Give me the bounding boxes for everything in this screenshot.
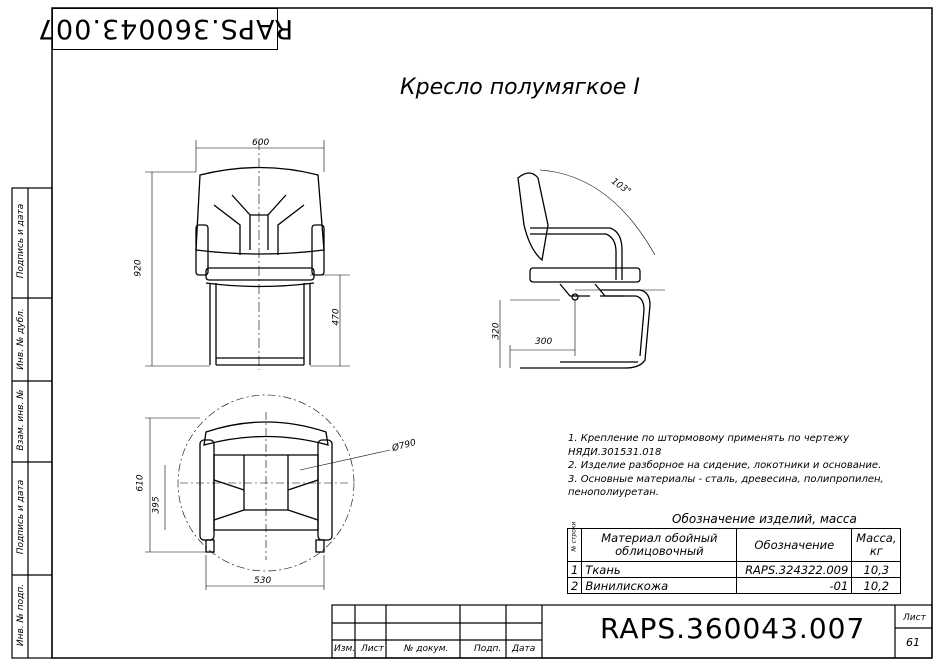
technical-notes: 1. Крепление по штормовому применять по …: [568, 432, 884, 500]
top-designation-stamp: RAPS.360043.007: [37, 8, 293, 50]
spec-col-material: Материал обойный облицовочный: [581, 528, 738, 562]
side-label-duplicate-inv: Инв. № дубл.: [16, 308, 26, 370]
dim-front-height: 920: [133, 259, 144, 277]
drawing-title: Кресло полумягкое I: [400, 75, 640, 100]
top-view: [145, 394, 391, 590]
spec-col-mass: Масса, кг: [851, 528, 902, 562]
side-label-signature-date-2: Подпись и дата: [16, 479, 26, 555]
dim-seat-height: 470: [331, 308, 342, 326]
title-block-designation: RAPS.360043.007: [600, 612, 866, 645]
side-label-original-inv: Инв. № подп.: [16, 583, 26, 647]
front-view: [145, 140, 350, 370]
tb-col-sheet: Лист: [361, 644, 384, 654]
dim-plan-width: 530: [254, 576, 272, 586]
tb-col-doc: № докум.: [404, 644, 449, 654]
dim-front-width: 600: [252, 138, 270, 148]
note-line: пенополиуретан.: [568, 487, 659, 498]
dim-side-seat: 320: [491, 322, 502, 340]
table-row: 1 Ткань RAPS.324322.009 10,3: [566, 561, 902, 578]
note-line: НЯДИ.301531.018: [568, 446, 662, 458]
table-row: 2 Винилискожа -01 10,2: [566, 577, 902, 594]
side-stamp: [11, 187, 53, 659]
spec-col-row: № строки: [566, 521, 583, 562]
title-block-grid: [331, 604, 933, 659]
dim-side-depth: 300: [535, 337, 553, 347]
tb-sheet-label: Лист: [903, 613, 926, 623]
tb-sheet-number: 61: [906, 636, 920, 649]
note-line: 2. Изделие разборное на сидение, локотни…: [568, 460, 882, 471]
tb-col-sign: Подп.: [474, 644, 502, 654]
spec-table: № строки Материал обойный облицовочный О…: [566, 521, 902, 594]
side-view: [499, 169, 665, 369]
tb-col-date: Дата: [512, 644, 536, 654]
side-label-signature-date: Подпись и дата: [16, 203, 26, 279]
dim-plan-depth: 610: [135, 474, 146, 492]
note-line: 1. Крепление по штормовому применять по …: [568, 433, 850, 444]
tb-col-change: Изм.: [334, 644, 356, 654]
note-line: 3. Основные материалы - сталь, древесина…: [568, 473, 884, 485]
spec-caption: Обозначение изделий, масса: [672, 512, 857, 526]
side-label-replace-inv: Взам. инв. №: [16, 389, 26, 451]
dim-plan-seat: 395: [151, 496, 162, 514]
spec-col-designation: Обозначение: [736, 528, 853, 562]
